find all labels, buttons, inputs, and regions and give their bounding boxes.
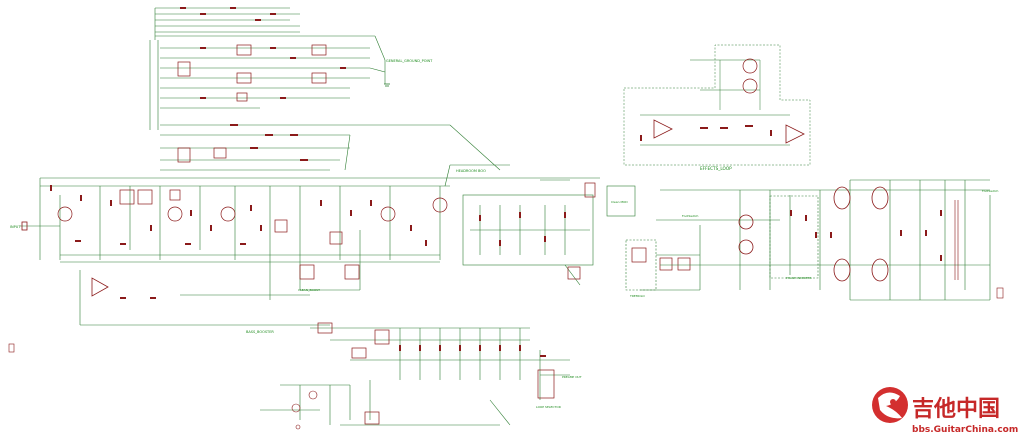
effects-tube bbox=[742, 58, 758, 94]
ground-point-text: GENERAL_GROUND_POINT bbox=[386, 59, 433, 63]
tone-stack bbox=[462, 179, 594, 286]
switching-labels: LOOP SELECTOR PREAMP OUT bbox=[536, 375, 582, 409]
power-regulators bbox=[177, 44, 327, 163]
power-amp-section bbox=[660, 179, 991, 301]
clean-boost-label: CLEAN_BOOST bbox=[298, 288, 320, 292]
switching-ics bbox=[317, 322, 555, 425]
tube-v2a bbox=[220, 206, 236, 222]
ground-point-label: GENERAL_GROUND_POINT bbox=[384, 59, 433, 87]
loop-selector-label: LOOP SELECTOR bbox=[536, 405, 561, 409]
tube-v2b bbox=[380, 206, 396, 222]
tube-v1b bbox=[167, 206, 183, 222]
preamp-tubes bbox=[57, 197, 448, 222]
effects-components bbox=[640, 125, 772, 141]
switching-components bbox=[399, 345, 546, 357]
tremolo-ics bbox=[631, 247, 691, 271]
stray-symbol bbox=[8, 343, 15, 353]
bass-booster-label: BASS_BOOSTER bbox=[246, 330, 274, 334]
switching-transistors bbox=[291, 390, 318, 430]
footswitch-label-1: FootSwitch bbox=[682, 214, 698, 218]
preamp-labels: INPUT HEADROOM BOO CLEAN_BOOST BASS_BOOS… bbox=[10, 169, 486, 334]
tremolo-section bbox=[625, 219, 780, 291]
preamp-section bbox=[20, 164, 600, 326]
tremolo-label: TREMOLO bbox=[629, 294, 645, 298]
opamps bbox=[91, 119, 805, 297]
input-label: INPUT bbox=[10, 225, 21, 229]
supply-components bbox=[180, 7, 346, 161]
tone-relay bbox=[567, 182, 596, 280]
phase-inverter-label: PHASE INVERTER bbox=[786, 276, 812, 280]
tube-v1a bbox=[57, 206, 73, 222]
power-amp-labels: FootSwitch PHASE INVERTER FootSwitch bbox=[682, 189, 998, 280]
footswitch-label-2: FootSwitch bbox=[982, 189, 998, 193]
tube-v3a bbox=[432, 197, 448, 213]
power-supply-section bbox=[149, 7, 501, 171]
preamp-out-label: PREAMP OUT bbox=[562, 375, 582, 379]
input-jack bbox=[21, 221, 28, 231]
watermark-chinese-text: 吉他中国 bbox=[912, 396, 1000, 422]
effects-loop-label: EFFECTS_LOOP bbox=[700, 166, 732, 171]
guitar-logo-icon bbox=[872, 387, 908, 423]
preamp-ics bbox=[119, 189, 360, 280]
clean-mod-box bbox=[606, 185, 636, 217]
switching-section bbox=[260, 327, 570, 426]
tone-components bbox=[479, 212, 566, 246]
power-tubes bbox=[738, 186, 889, 282]
effects-loop-section bbox=[623, 44, 811, 166]
headroom-label: HEADROOM BOO bbox=[456, 169, 486, 173]
watermark-url-text: bbs.GuitarChina.com bbox=[912, 425, 1018, 435]
preamp-resistors bbox=[50, 185, 427, 299]
clean-mod-label: Clean MOD bbox=[611, 200, 628, 204]
output-transformer bbox=[954, 200, 1004, 299]
watermark: 吉他中国 bbs.GuitarChina.com bbox=[872, 387, 1018, 435]
power-amp-components bbox=[790, 210, 942, 261]
